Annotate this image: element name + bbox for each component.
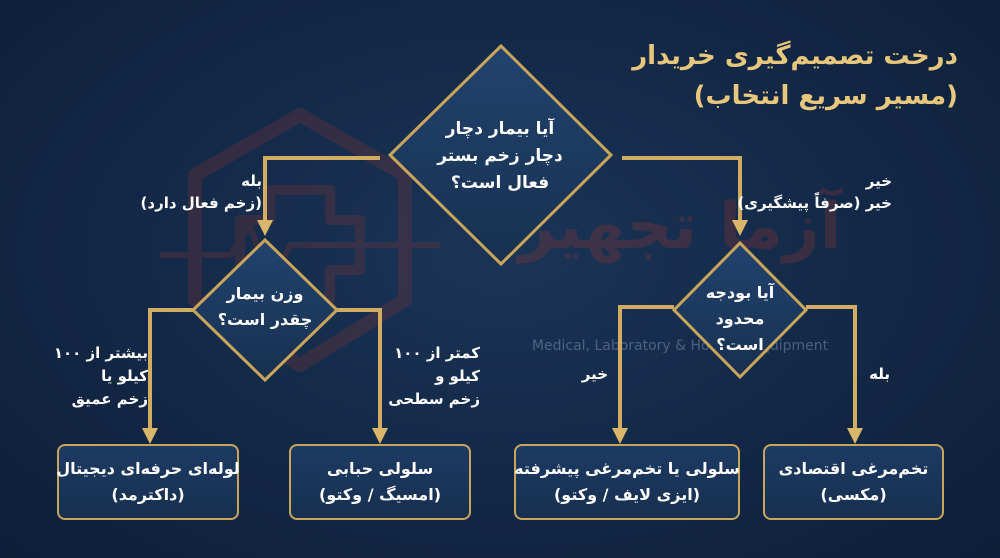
decision-budget-line: محدود است؟ (715, 309, 765, 354)
edge-label-line: بله (241, 172, 262, 190)
leaf-line: لوله‌ای حرفه‌ای دیجیتال (56, 459, 240, 478)
edge-root-no (622, 156, 748, 236)
edge-label-line: کیلو یا (101, 367, 148, 385)
leaf-bubble-cell: سلولی حبابی (امسیگ / وکتو) (289, 444, 471, 520)
edge-label-root-no: خیر خیر (صرفاً پیشگیری) (737, 170, 892, 214)
decision-budget-line: آیا بودجه (705, 283, 775, 302)
page-title: درخت تصمیم‌گیری خریدار (632, 41, 958, 71)
decision-weight-text: وزن بیمار چقدر است؟ (210, 281, 320, 333)
leaf-economy-egg: تخم‌مرغی اقتصادی (مکسی) (763, 444, 944, 520)
edge-label-budget-yes: بله (869, 365, 890, 383)
decision-node-weight (190, 237, 340, 383)
edge-label-weight-heavy: بیشتر از ۱۰۰ کیلو یا زخم عمیق (54, 342, 148, 411)
decision-node-budget (671, 240, 809, 380)
decision-budget-text: آیا بودجه محدود است؟ (690, 280, 790, 358)
decision-weight-line: وزن بیمار (226, 284, 304, 303)
edge-budget-no (612, 305, 674, 444)
decision-weight-line: چقدر است؟ (217, 310, 313, 329)
edge-budget-yes (806, 305, 863, 444)
decision-root-text: آیا بیمار دچار دچار زخم بستر فعال است؟ (420, 116, 580, 197)
watermark-brand: آزما تجهیز (518, 190, 842, 264)
decision-root-line: دچار زخم بستر (437, 146, 563, 166)
edge-label-weight-light: کمتر از ۱۰۰ کیلو و زخم سطحی (388, 342, 480, 411)
edge-label-line: زخم عمیق (71, 390, 148, 408)
edge-label-line: بیشتر از ۱۰۰ (53, 344, 148, 362)
edge-label-line: خیر (865, 172, 892, 190)
leaf-line: تخم‌مرغی اقتصادی (778, 459, 929, 478)
decision-root-line: آیا بیمار دچار (445, 119, 555, 139)
leaf-advanced-cell: سلولی یا تخم‌مرغی پیشرفته (ایزی لایف / و… (514, 444, 740, 520)
edge-weight-heavy (142, 308, 193, 444)
edge-label-line: (زخم فعال دارد) (140, 194, 262, 212)
leaf-line: سلولی یا تخم‌مرغی پیشرفته (514, 459, 740, 478)
leaf-line: (داکترمد) (111, 485, 185, 504)
leaf-digital-tube: لوله‌ای حرفه‌ای دیجیتال (داکترمد) (56, 444, 240, 520)
edge-label-line: خیر (صرفاً پیشگیری) (737, 194, 892, 212)
decision-node-root (387, 43, 614, 267)
edge-label-line: کیلو و (435, 367, 480, 385)
leaf-line: (ایزی لایف / وکتو) (553, 485, 701, 504)
edge-label-line: کمتر از ۱۰۰ (394, 344, 480, 362)
edge-root-yes (257, 156, 380, 236)
page-subtitle: (مسیر سریع انتخاب) (693, 81, 958, 111)
decision-root-line: فعال است؟ (450, 173, 550, 193)
edge-label-budget-no: خیر (581, 365, 608, 383)
edge-weight-light (337, 308, 388, 444)
edge-label-root-yes: بله (زخم فعال دارد) (141, 170, 262, 214)
edge-label-line: زخم سطحی (388, 390, 480, 408)
leaf-line: (مکسی) (820, 485, 887, 504)
leaf-line: (امسیگ / وکتو) (319, 485, 442, 504)
leaf-line: سلولی حبابی (326, 459, 434, 478)
